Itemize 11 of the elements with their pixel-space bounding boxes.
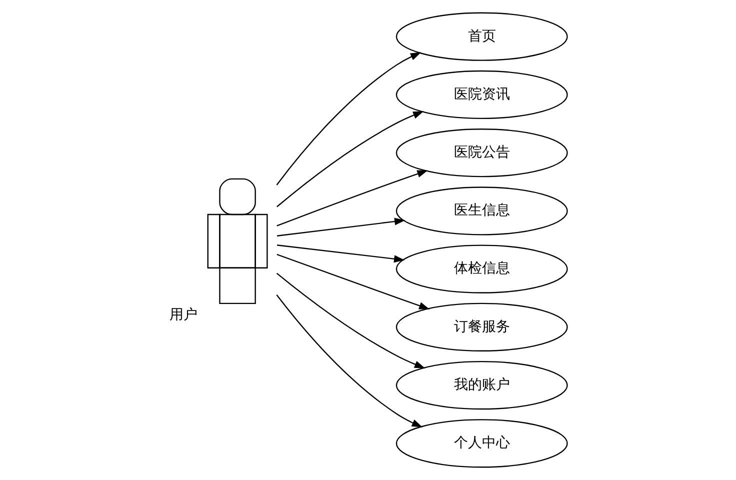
node-label: 用户 [170,306,198,323]
arrow [276,254,430,310]
node-ellipse: 医生信息 [396,186,568,236]
arrow [276,218,406,236]
arrow [276,294,423,428]
arrow [276,170,428,226]
arrow [276,272,426,368]
arrow [276,52,422,186]
arrow [276,111,424,208]
arrow [276,244,405,263]
node-ellipse: 体检信息 [396,244,568,294]
